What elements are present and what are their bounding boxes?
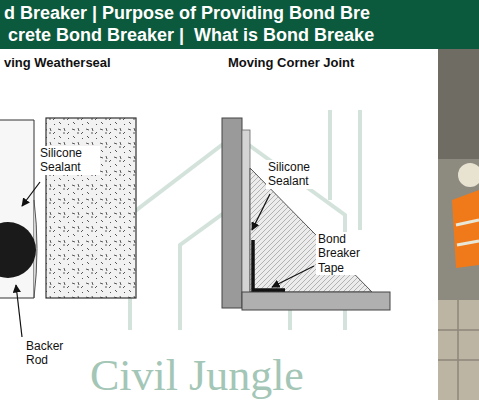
banner-title: crete Bond Breaker | What is Bond Breake bbox=[6, 25, 376, 47]
section-heading: Moving Corner Joint bbox=[226, 55, 356, 71]
section-heading: ving Weatherseal bbox=[2, 55, 113, 71]
corner-joint-section bbox=[222, 118, 390, 310]
worker-photo bbox=[438, 49, 479, 400]
part-label: Backer Rod bbox=[24, 339, 78, 368]
part-label: Bond Breaker Tape bbox=[316, 232, 376, 275]
part-label: Silicone Sealant bbox=[38, 146, 100, 175]
watermark: Civil Jungle bbox=[88, 350, 306, 400]
part-label: Silicone Sealant bbox=[266, 160, 328, 189]
weatherseal-section bbox=[0, 118, 136, 337]
banner-title: d Breaker | Purpose of Providing Bond Br… bbox=[2, 3, 372, 25]
